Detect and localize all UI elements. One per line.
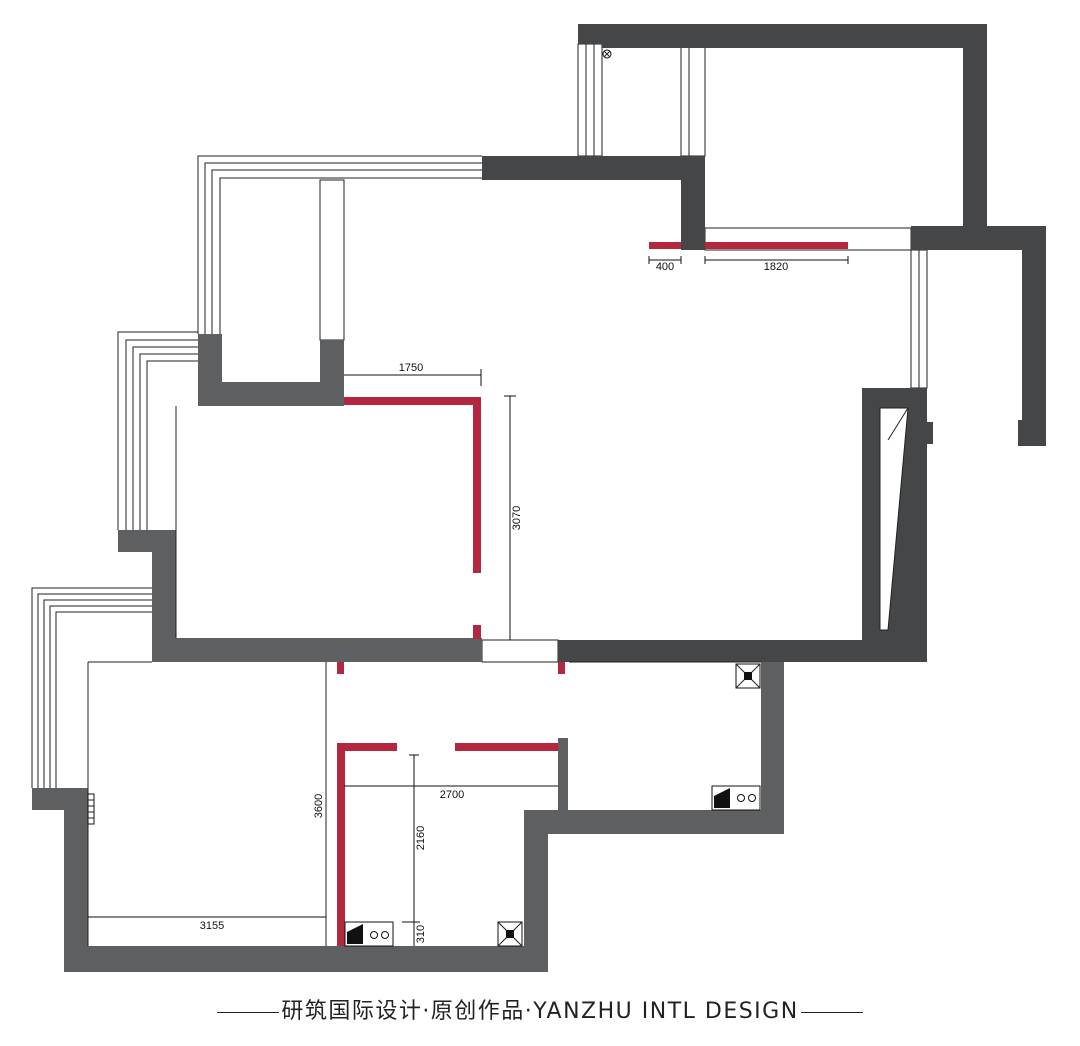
shaft-icon	[735, 663, 761, 689]
stove-icon	[711, 785, 761, 811]
dimension-label: 310	[415, 925, 427, 943]
drain-icon	[602, 49, 612, 59]
caption-rule-left	[217, 1011, 280, 1013]
dimension-label: 1820	[764, 261, 788, 273]
dimension-label: 3070	[511, 506, 523, 530]
shaft-icon	[497, 921, 523, 947]
design-credit-caption: 研筑国际设计·原创作品·YANZHU INTL DESIGN	[0, 993, 1080, 1025]
fixtures	[87, 49, 761, 947]
dimension-label: 2700	[440, 789, 464, 801]
structural-walls	[32, 24, 1046, 972]
dimension-label: 1750	[399, 362, 423, 374]
radiator-icon	[87, 793, 95, 825]
balcony-window-frames	[31, 43, 928, 788]
wardrobe-outline	[879, 407, 909, 631]
dimension-label: 400	[656, 261, 674, 273]
interior-lines	[87, 396, 761, 946]
caption-rule-right	[800, 1011, 863, 1013]
dimension-label: 3600	[313, 794, 325, 818]
new-partitions	[337, 242, 848, 946]
dimension-label: 2160	[415, 826, 427, 850]
caption-text: 研筑国际设计·原创作品·YANZHU INTL DESIGN	[281, 999, 799, 1024]
dimension-label: 3155	[200, 920, 224, 932]
dimension-lines: 400 1820 1750 3070 2700 3600 2160 310 31…	[88, 256, 849, 946]
stove-icon	[344, 921, 394, 947]
